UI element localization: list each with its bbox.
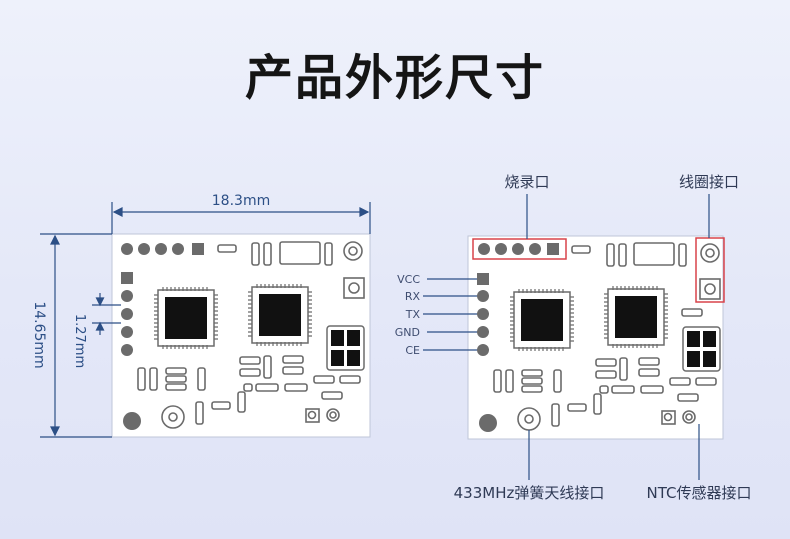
callout-leader-lines [526,194,710,480]
right-chip-2 [604,286,668,348]
callout-coil-port: 线圈接口 [679,173,739,191]
left-top-pin-row [121,243,204,255]
pin-label-ce: CE [405,344,420,357]
left-mounting-hole [123,412,141,430]
callout-programming-port: 烧录口 [504,173,549,191]
programming-port-highlight [472,238,567,260]
left-crystal [326,325,365,371]
right-passives-bottom [493,308,717,431]
pin-label-vcc: VCC [397,273,420,286]
right-passives-top [571,242,721,300]
callout-ntc-port: NTC传感器接口 [647,484,752,502]
callout-antenna-port: 433MHz弹簧天线接口 [454,484,605,502]
page-title: 产品外形尺寸 [244,50,545,106]
pin-leader-lines [423,278,477,351]
right-side-pin-column [477,273,489,356]
right-mounting-hole [479,414,497,432]
width-dimension-label: 18.3mm [212,193,270,209]
right-board [467,235,725,440]
pin-label-tx: TX [405,308,421,321]
left-chip-1 [154,287,218,349]
right-top-pin-row [478,243,559,255]
left-passives-bottom [137,355,361,429]
left-chip-2 [248,284,312,346]
left-passives-top [217,241,365,299]
coil-port-highlight [695,237,725,303]
pin-label-gnd: GND [395,326,420,339]
right-chip-1 [510,289,574,351]
height-dimension-label: 14.65mm [31,301,47,368]
pin-label-rx: RX [405,290,421,303]
pitch-dimension-label: 1.27mm [72,314,87,368]
left-board [111,233,371,438]
right-crystal [682,326,721,372]
left-side-pin-column [121,272,133,356]
left-dimension-lines [40,202,371,438]
